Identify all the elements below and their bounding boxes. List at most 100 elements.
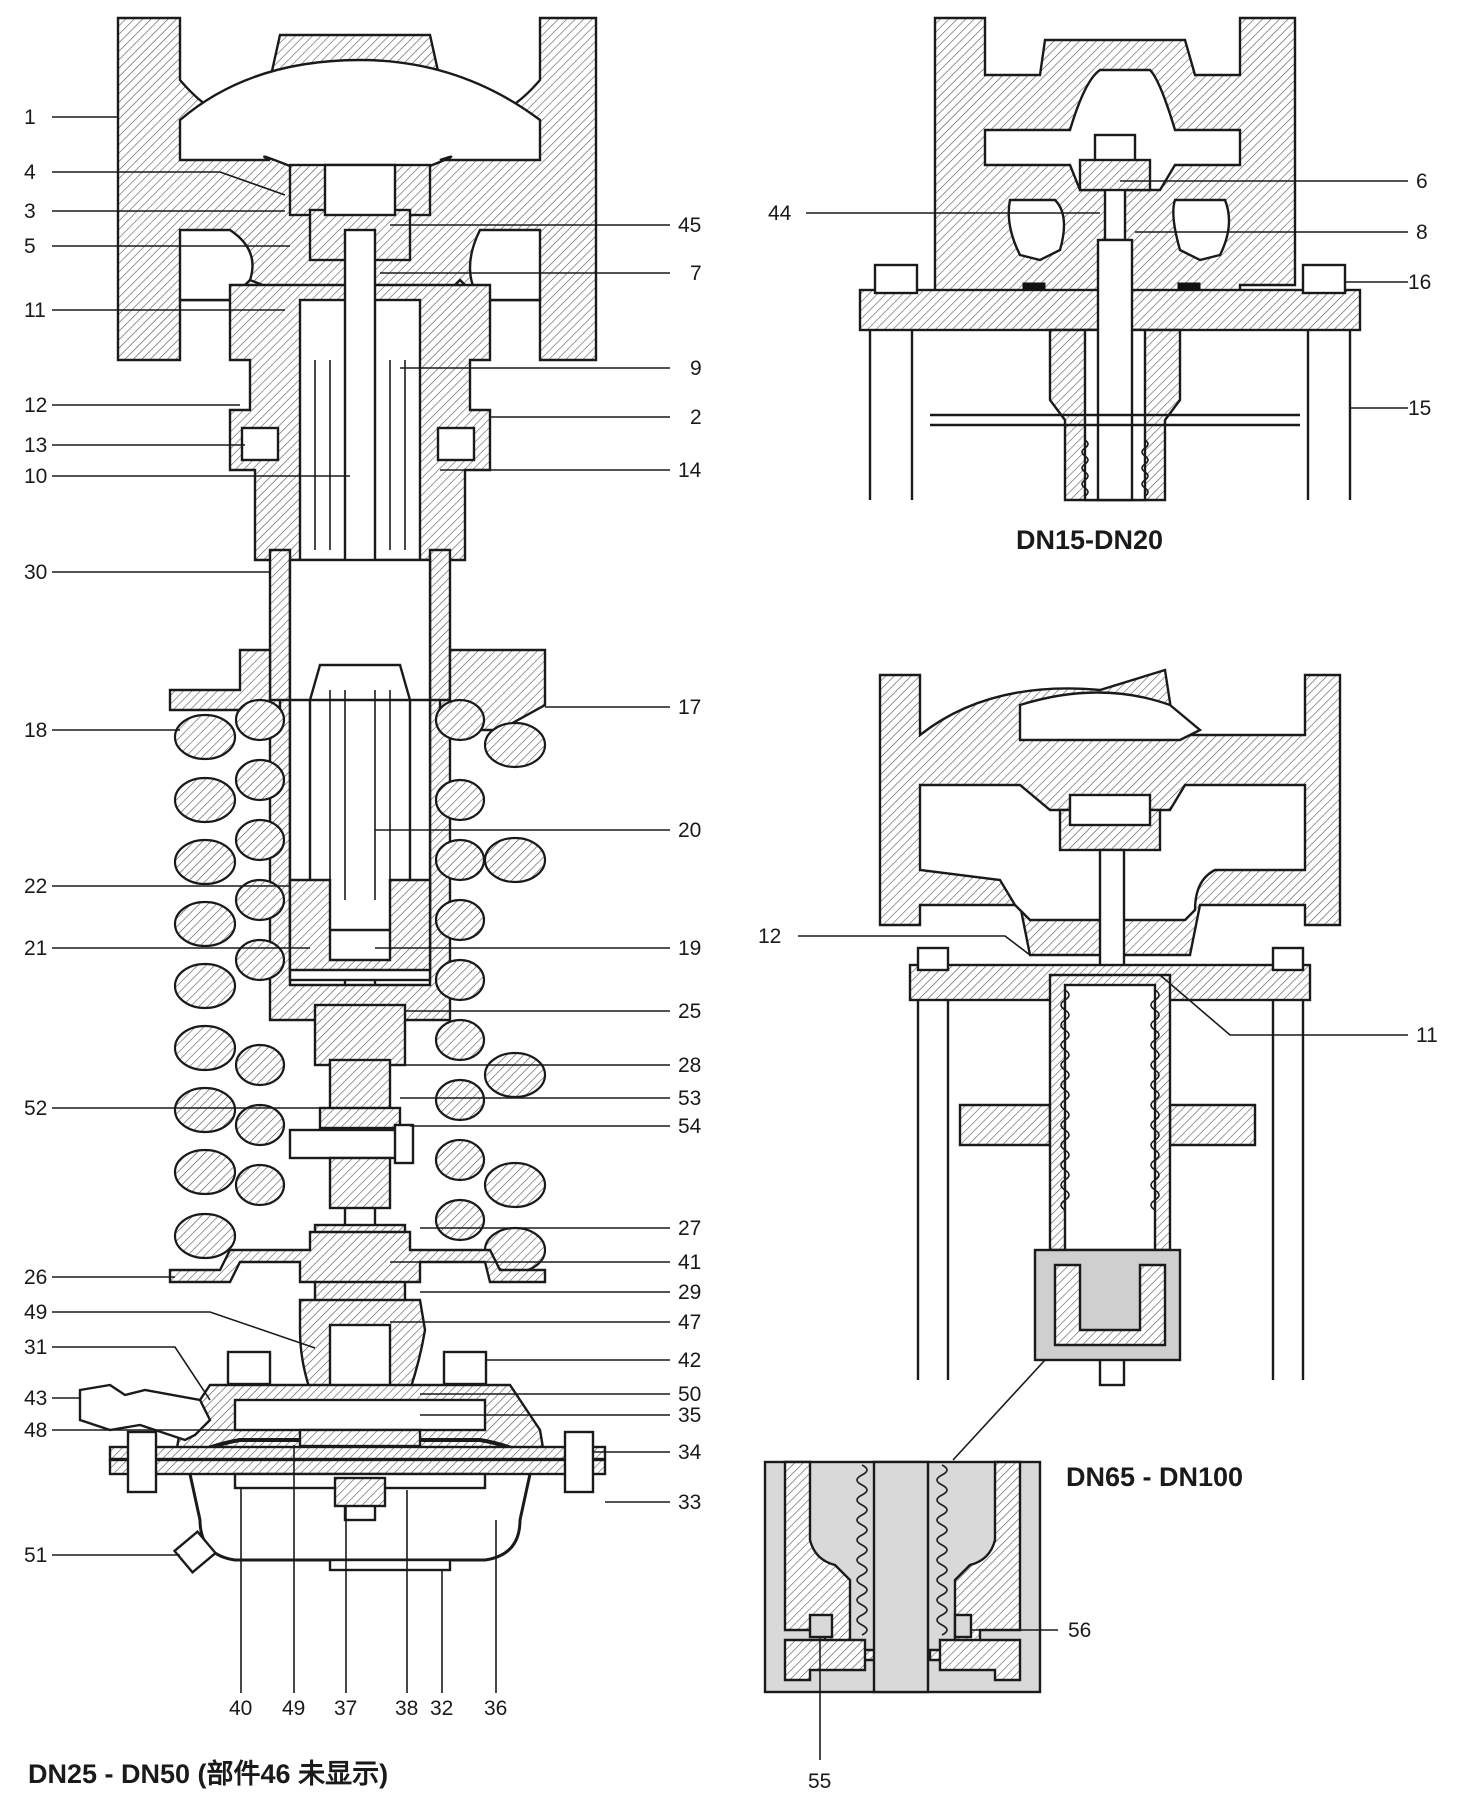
label: 32: [430, 1697, 453, 1720]
dn65-plug: [1068, 793, 1152, 827]
connector-43: [78, 1383, 212, 1442]
coupling-25: [313, 1003, 407, 1067]
label: 11: [24, 299, 46, 322]
label: 34: [678, 1441, 702, 1464]
label: 51: [24, 1544, 47, 1567]
detail-dn65-caption: DN65 - DN100: [1066, 1462, 1243, 1492]
dn15-seal-left: [1022, 282, 1046, 291]
label: 5: [24, 235, 36, 258]
dn65-upper-curve: [1018, 691, 1203, 742]
dn15-stem-lower: [1096, 238, 1134, 502]
dn65-bolt-left: [916, 946, 950, 972]
label: 36: [484, 1697, 507, 1720]
bolt-42-right: [442, 1350, 488, 1386]
bolt-right: [436, 426, 476, 462]
label: 49: [24, 1301, 47, 1324]
label: 40: [229, 1697, 252, 1720]
label: 16: [1408, 271, 1431, 294]
inner-capsule-bellows: [329, 690, 391, 900]
main-view-bottom-labels: 40 49 37 38 32 36: [229, 1697, 507, 1720]
label: 52: [24, 1097, 47, 1120]
label: 1: [24, 106, 36, 129]
dn65-bellows: [1060, 989, 1160, 1211]
flange-bolt-right: [563, 1430, 595, 1494]
label: 55: [808, 1770, 831, 1793]
label: 37: [334, 1697, 357, 1720]
label: 22: [24, 875, 47, 898]
base-plate-32: [328, 1558, 452, 1572]
detail-dn65-labels: 12 11: [758, 925, 1438, 1047]
label: 13: [24, 434, 47, 457]
label: 29: [678, 1281, 701, 1304]
label: 11: [1416, 1024, 1438, 1047]
adjusting-knob: [393, 1123, 415, 1165]
adjusting-bar-54: [288, 1128, 412, 1160]
zoom-left-cap: [783, 1638, 867, 1682]
detail-dn15: [858, 16, 1362, 502]
label: 27: [678, 1217, 701, 1240]
flange-bolt-left: [126, 1430, 158, 1494]
label: 35: [678, 1404, 701, 1427]
detail-dn65: [878, 668, 1342, 1461]
bolt-42-left: [226, 1350, 272, 1386]
label: 54: [678, 1115, 702, 1138]
label: 20: [678, 819, 701, 842]
dn65-bolt-right: [1271, 946, 1305, 972]
valve-plug-bore: [323, 163, 397, 217]
label: 17: [678, 696, 701, 719]
vent-plug-51: [172, 1529, 218, 1575]
label: 30: [24, 561, 47, 584]
spring-plate-bottom: [168, 1230, 547, 1284]
zoom-bellows-left: [856, 1464, 868, 1636]
label: 19: [678, 937, 701, 960]
label: 41: [678, 1251, 701, 1274]
valve-body-cavity: [178, 58, 542, 172]
label: 33: [678, 1491, 701, 1514]
coupling-28: [328, 1058, 392, 1112]
label: 47: [678, 1311, 701, 1334]
zoom-stem: [872, 1460, 930, 1694]
coupling-lower: [328, 1156, 392, 1210]
label: 45: [678, 214, 701, 237]
flange-lower: [108, 1458, 607, 1476]
nut-37: [333, 1476, 387, 1508]
dn15-body-lower-void-left: [1007, 198, 1066, 262]
dn15-seal-right: [1177, 282, 1201, 291]
label: 12: [758, 925, 781, 948]
detail-zoom-labels: 56 55: [808, 1619, 1091, 1793]
label: 43: [24, 1387, 47, 1410]
dn15-bellows: [1081, 439, 1149, 497]
label: 9: [690, 357, 702, 380]
dn15-body-lower-void-right: [1172, 198, 1231, 262]
detail-zoom: [763, 1460, 1042, 1694]
detail-zoom-leader-lines: [819, 1629, 1058, 1760]
label: 21: [24, 937, 47, 960]
detail-dn15-labels: 44 6 8 16 15: [768, 170, 1431, 420]
label: 3: [24, 200, 36, 223]
label: 12: [24, 394, 47, 417]
spring-coils-left: [173, 698, 286, 1260]
label: 15: [1408, 397, 1431, 420]
diaphragm-plate: [298, 1428, 422, 1448]
zoom-seal-55: [808, 1613, 834, 1639]
label: 42: [678, 1349, 701, 1372]
label: 53: [678, 1087, 701, 1110]
label: 26: [24, 1266, 47, 1289]
flange-upper: [108, 1445, 607, 1461]
dn15-seat: [1078, 158, 1152, 192]
label: 8: [1416, 221, 1428, 244]
label: 48: [24, 1419, 47, 1442]
nut-53: [318, 1106, 402, 1130]
zoom-seal-56: [953, 1613, 973, 1639]
main-bellows: [314, 360, 406, 550]
label: 49: [282, 1697, 305, 1720]
spring-coils-right: [434, 698, 547, 1274]
label: 14: [678, 459, 702, 482]
detail-dn65-leader-lines: [798, 935, 1408, 1036]
main-view-left-labels: 1 4 3 5 11 12 13 10 30 18 22 21 52 26 49…: [24, 106, 47, 1567]
label: 2: [690, 406, 702, 429]
bolt-left: [240, 426, 280, 462]
main-view: [78, 16, 607, 1575]
detail-dn15-leader-lines: [806, 180, 1408, 409]
